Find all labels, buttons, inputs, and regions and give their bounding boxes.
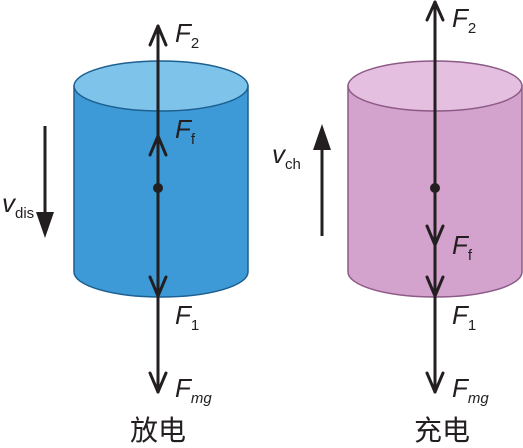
charge-forces — [425, 0, 445, 394]
discharge-f1-arrowhead — [148, 275, 168, 298]
charge-center-dot — [430, 183, 440, 193]
discharge-label-ff: Ff — [175, 114, 196, 148]
charge-label-f1: F1 — [452, 300, 476, 334]
discharge-forces — [148, 24, 168, 394]
charge-label-ff: Ff — [452, 230, 473, 264]
charge-label-f2: F2 — [452, 3, 476, 37]
discharge-f2-arrowhead — [148, 24, 168, 47]
charge-label-fmg: Fmg — [452, 373, 489, 407]
discharge-cylinder — [73, 60, 249, 298]
discharge-center-dot — [153, 183, 163, 193]
discharge-label-velocity: vdis — [2, 188, 34, 222]
discharge-velocity-arrow — [36, 126, 54, 238]
charge-f1-arrowhead — [425, 275, 445, 298]
charge-velocity-arrow — [313, 124, 331, 236]
discharge-fmg-arrowhead — [148, 371, 168, 394]
charge-fmg-arrowhead — [425, 371, 445, 394]
discharge-label-f2: F2 — [175, 18, 199, 52]
discharge-caption: 放电 — [130, 414, 186, 447]
discharge-ff-arrowhead — [148, 134, 168, 157]
charge-label-velocity: vch — [272, 139, 301, 173]
charge-velocity-arrowhead — [313, 124, 331, 150]
charge-f2-arrowhead — [425, 0, 445, 22]
charge-caption: 充电 — [414, 414, 470, 447]
discharge-cylinder-top — [73, 60, 249, 112]
discharge-label-fmg: Fmg — [175, 373, 212, 407]
charge-ff-arrowhead — [425, 224, 445, 247]
discharge-velocity-arrowhead — [36, 212, 54, 238]
discharge-label-f1: F1 — [175, 300, 199, 334]
